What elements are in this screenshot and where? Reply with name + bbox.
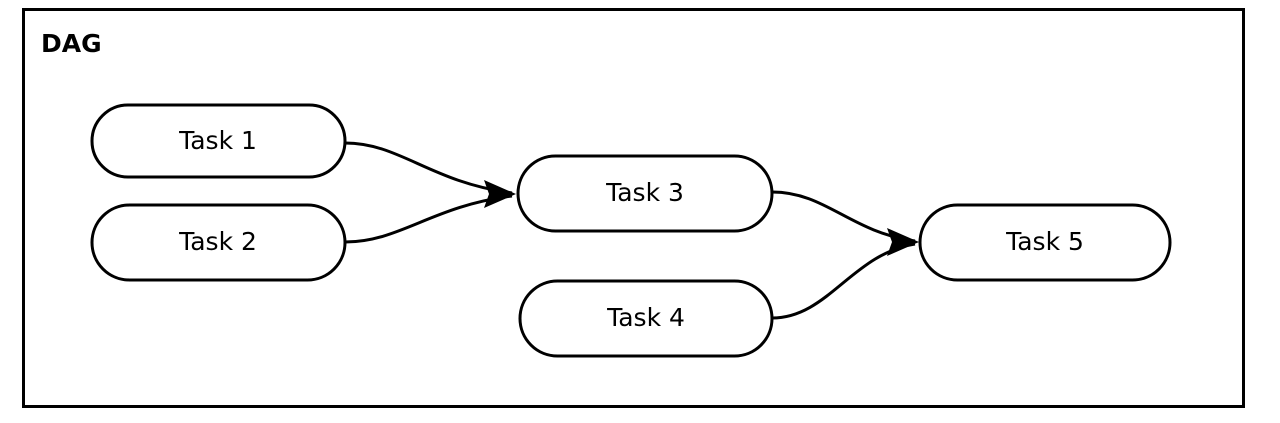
arrow-head-into-task3 <box>484 180 516 208</box>
node-task4-label: Task 4 <box>606 303 685 332</box>
node-task1-label: Task 1 <box>178 126 257 155</box>
edge-task2-task3 <box>344 194 513 244</box>
node-task3-shape[interactable] <box>516 154 774 233</box>
node-task5[interactable]: Task 5 <box>918 203 1172 282</box>
node-task4[interactable]: Task 4 <box>518 279 774 358</box>
node-task2-label: Task 2 <box>178 227 257 256</box>
node-task3[interactable]: Task 3 <box>516 154 774 233</box>
node-task2[interactable]: Task 2 <box>90 203 347 282</box>
node-task1[interactable]: Task 1 <box>90 103 347 179</box>
node-task4-shape[interactable] <box>518 279 774 358</box>
node-task1-shape[interactable] <box>90 103 347 179</box>
node-task5-label: Task 5 <box>1005 227 1084 256</box>
node-task3-label: Task 3 <box>605 178 684 207</box>
arrow-head-into-task5 <box>887 228 919 256</box>
edge-task1-task3 <box>344 141 513 195</box>
node-task2-shape[interactable] <box>90 203 347 282</box>
diagram-title: DAG <box>41 29 102 58</box>
node-task5-shape[interactable] <box>918 203 1172 282</box>
